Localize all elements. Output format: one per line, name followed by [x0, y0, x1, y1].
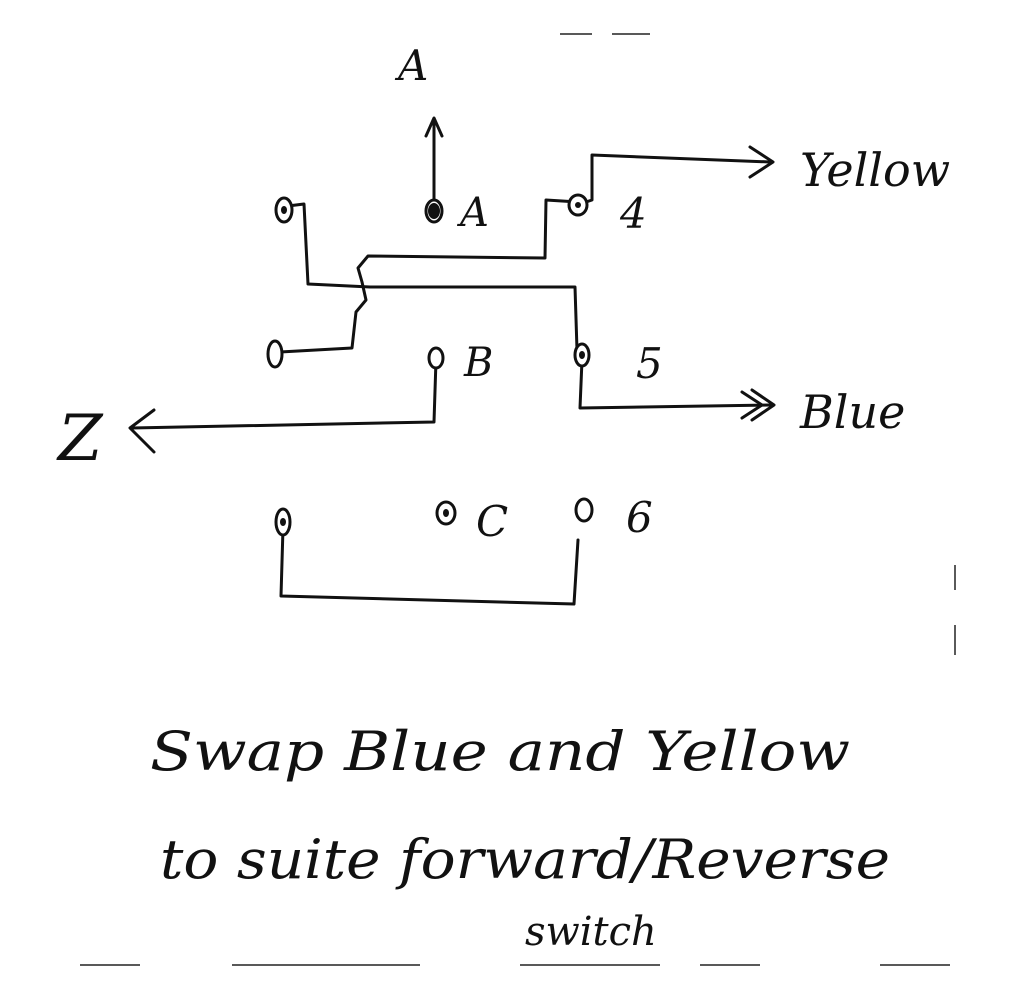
blue-label: Blue: [799, 385, 905, 439]
note-line-1: Swap Blue and Yellow: [150, 720, 850, 783]
terminals: [266, 193, 594, 537]
labels: A A 4 B 5 C 6 Yellow Blue Z: [56, 41, 950, 546]
arrowhead-a: [424, 116, 444, 138]
wire-topleft-to-5: [286, 202, 579, 352]
top-arrow-label: A: [394, 41, 428, 90]
scan-artifacts: [80, 33, 956, 966]
terminal-b: [427, 346, 445, 370]
wire-cross-to-4: [278, 198, 580, 354]
terminal-c-label: C: [476, 497, 508, 546]
wire-bottom-link: [279, 526, 580, 606]
z-label: Z: [56, 402, 104, 476]
terminal-a-label: A: [456, 190, 489, 236]
note-line-2: to suite forward/Reverse: [160, 828, 890, 891]
wire-yellow: [578, 153, 772, 206]
wire-z: [130, 358, 438, 430]
wire-blue: [578, 358, 772, 410]
terminal-5-label: 5: [636, 339, 663, 388]
terminal-b-label: B: [463, 340, 493, 386]
arrowhead-yellow: [748, 145, 775, 179]
terminal-4-label: 4: [619, 189, 647, 238]
terminal-mid-left: [266, 339, 284, 369]
yellow-label: Yellow: [800, 143, 950, 197]
arrowhead-z: [128, 408, 156, 454]
terminal-6-label: 6: [626, 493, 653, 542]
wires: [128, 116, 776, 606]
terminal-6: [574, 497, 594, 523]
note: Swap Blue and Yellow to suite forward/Re…: [150, 720, 890, 955]
arrowhead-blue-2: [740, 390, 764, 420]
arrowhead-blue: [750, 388, 776, 422]
note-line-3: switch: [525, 909, 657, 955]
